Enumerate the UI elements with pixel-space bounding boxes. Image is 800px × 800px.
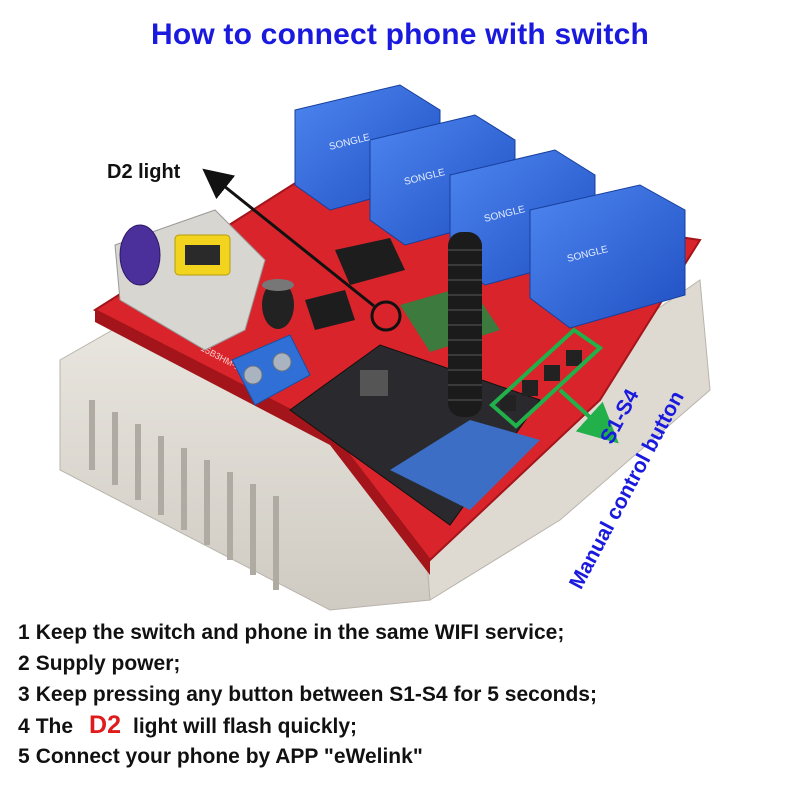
d2-light-label: D2 light [107,161,181,183]
enclosure [59,279,711,611]
page-title: How to connect phone with switch [150,18,650,51]
screw-terminal [231,334,311,406]
manual-buttons [500,350,582,411]
d2-highlight: D2 [89,711,121,739]
d2-light-marker [370,300,402,332]
power-module [114,209,294,351]
buttons-highlight-box [489,327,604,429]
buttons-arrow [558,388,619,444]
relays: SONGLE SONGLE SONGLE SONGLE [294,84,686,329]
d2-light-arrow [202,168,375,308]
antenna [448,232,482,417]
